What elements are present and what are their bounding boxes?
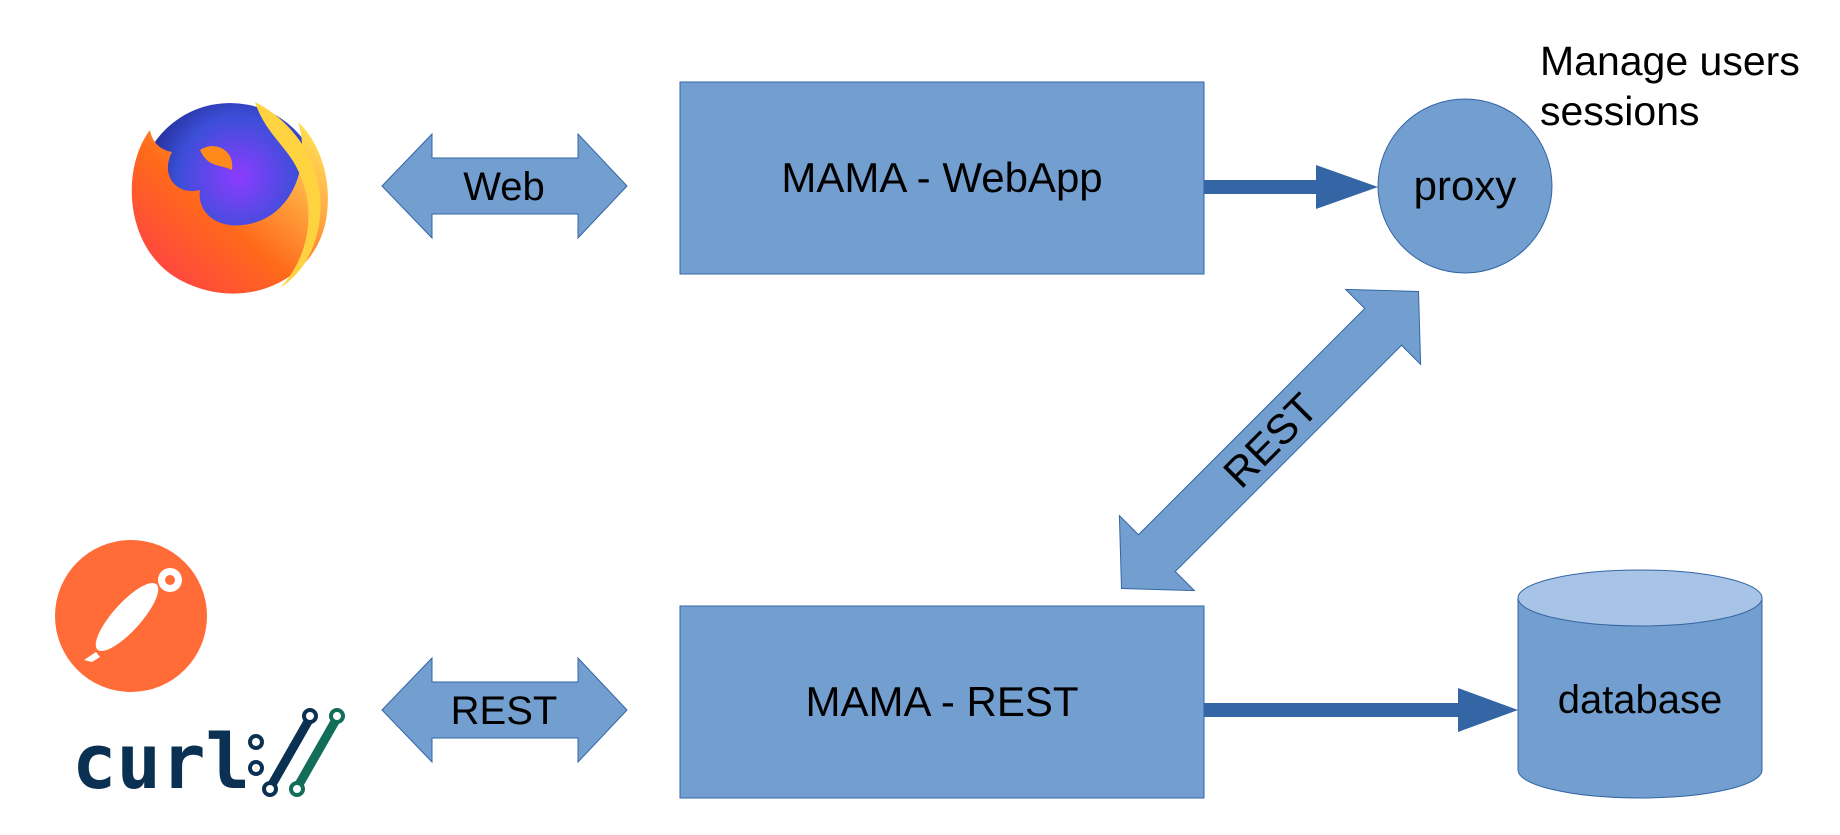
- webapp-label: MAMA - WebApp: [781, 154, 1102, 201]
- database-node: database: [1517, 569, 1763, 799]
- curl-logo: curl: [72, 708, 345, 806]
- postman-logo: [55, 540, 207, 692]
- proxy-annotation: Manage users sessions: [1540, 36, 1830, 136]
- rest-client-double-arrow: REST: [381, 656, 628, 764]
- rest-service-label: MAMA - REST: [805, 678, 1078, 725]
- proxy-label: proxy: [1414, 162, 1517, 209]
- svg-text:curl: curl: [72, 717, 250, 806]
- web-double-arrow: Web: [381, 132, 628, 240]
- rest-proxy-arrow-label: REST: [1214, 384, 1326, 496]
- rest-client-arrow-label: REST: [451, 689, 558, 733]
- annotation-line-2: sessions: [1540, 88, 1700, 134]
- proxy-node: proxy: [1377, 98, 1553, 274]
- webapp-box: MAMA - WebApp: [679, 81, 1205, 275]
- database-label: database: [1558, 678, 1723, 722]
- web-arrow-label: Web: [463, 165, 545, 209]
- rest-service-box: MAMA - REST: [679, 605, 1205, 799]
- rest-to-database-arrow: [1204, 688, 1518, 732]
- webapp-to-proxy-arrow: [1204, 165, 1378, 209]
- firefox-logo: [131, 102, 328, 294]
- rest-proxy-double-arrow: REST: [1118, 288, 1422, 592]
- annotation-line-1: Manage users: [1540, 38, 1800, 84]
